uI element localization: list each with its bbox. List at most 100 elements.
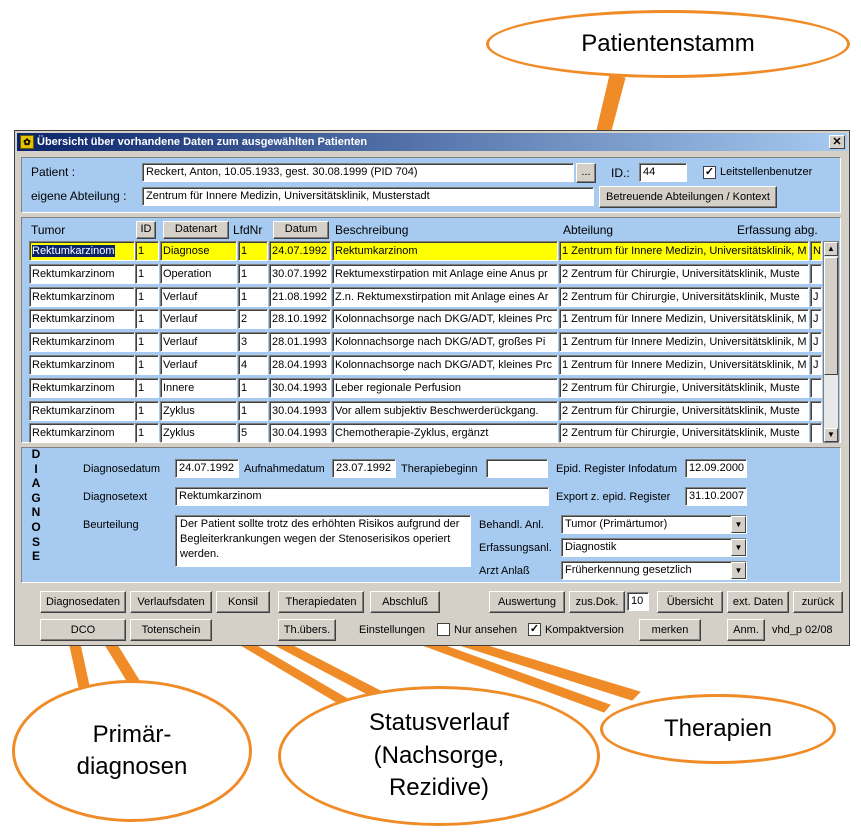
therapiedaten-button[interactable]: Therapiedaten — [278, 591, 364, 613]
cell-tumor[interactable]: Rektumkarzinom — [29, 423, 135, 444]
behandl-select[interactable]: Tumor (Primärtumor) ▼ — [561, 515, 747, 534]
cell-lfdnr[interactable]: 5 — [238, 423, 268, 444]
chevron-down-icon[interactable]: ▼ — [731, 562, 746, 579]
verlaufsdaten-button[interactable]: Verlaufsdaten — [130, 591, 212, 613]
cell-datenart[interactable]: Operation — [160, 263, 237, 284]
col-header-datenart[interactable]: Datenart — [163, 221, 229, 239]
cell-abteilung[interactable]: 2 Zentrum für Chirurgie, Universitätskli… — [559, 400, 809, 421]
cell-datum[interactable]: 28.01.1993 — [269, 332, 331, 353]
cell-beschreibung[interactable]: Kolonnachsorge nach DKG/ADT, großes Pi — [332, 332, 558, 353]
dco-button[interactable]: DCO — [40, 619, 126, 641]
cell-id[interactable]: 1 — [135, 423, 159, 444]
cell-abteilung[interactable]: 2 Zentrum für Chirurgie, Universitätskli… — [559, 286, 809, 307]
erfassungsanl-select[interactable]: Diagnostik ▼ — [561, 538, 747, 557]
cell-lfdnr[interactable]: 1 — [238, 241, 268, 261]
beurteilung-field[interactable]: Der Patient sollte trotz des erhöhten Ri… — [175, 515, 471, 567]
cell-abteilung[interactable]: 2 Zentrum für Chirurgie, Universitätskli… — [559, 377, 809, 398]
cell-id[interactable]: 1 — [135, 309, 159, 330]
cell-tumor[interactable]: Rektumkarzinom — [29, 263, 135, 284]
cell-erfassung[interactable]: J — [810, 309, 822, 330]
aufnahmedatum-field[interactable]: 23.07.1992 — [332, 459, 396, 478]
zurueck-button[interactable]: zurück — [793, 591, 843, 613]
cell-tumor[interactable]: Rektumkarzinom — [29, 286, 135, 307]
cell-datenart[interactable]: Zyklus — [160, 423, 237, 444]
cell-lfdnr[interactable]: 1 — [238, 263, 268, 284]
cell-erfassung[interactable] — [810, 377, 822, 398]
cell-erfassung[interactable]: J — [810, 332, 822, 353]
cell-lfdnr[interactable]: 4 — [238, 355, 268, 375]
cell-beschreibung[interactable]: Vor allem subjektiv Beschwerderückgang. — [332, 400, 558, 421]
cell-abteilung[interactable]: 1 Zentrum für Innere Medizin, Universitä… — [559, 332, 809, 353]
cell-datenart[interactable]: Innere — [160, 377, 237, 398]
cell-datenart[interactable]: Verlauf — [160, 286, 237, 307]
col-header-id[interactable]: ID — [136, 221, 156, 239]
cell-tumor[interactable]: Rektumkarzinom — [29, 332, 135, 353]
cell-abteilung[interactable]: 1 Zentrum für Innere Medizin, Universitä… — [559, 241, 809, 261]
ext-daten-button[interactable]: ext. Daten — [727, 591, 789, 613]
cell-id[interactable]: 1 — [135, 332, 159, 353]
merken-button[interactable]: merken — [639, 619, 701, 641]
arzt-select[interactable]: Früherkennung gesetzlich ▼ — [561, 561, 747, 580]
chevron-down-icon[interactable]: ▼ — [731, 539, 746, 556]
cell-datenart[interactable]: Diagnose — [160, 241, 237, 261]
cell-abteilung[interactable]: 1 Zentrum für Innere Medizin, Universitä… — [559, 355, 809, 375]
abschluss-button[interactable]: Abschluß — [370, 591, 440, 613]
patient-browse-button[interactable]: ... — [576, 163, 596, 183]
cell-datenart[interactable]: Verlauf — [160, 309, 237, 330]
export-field[interactable]: 31.10.2007 — [685, 487, 747, 506]
id-field[interactable]: 44 — [639, 163, 687, 182]
cell-id[interactable]: 1 — [135, 377, 159, 398]
cell-beschreibung[interactable]: Kolonnachsorge nach DKG/ADT, kleines Prc — [332, 309, 558, 330]
diagnosetext-field[interactable]: Rektumkarzinom — [175, 487, 549, 506]
infodatum-field[interactable]: 12.09.2000 — [685, 459, 747, 478]
cell-datum[interactable]: 30.07.1992 — [269, 263, 331, 284]
zus-dok-button[interactable]: zus.Dok. — [569, 591, 625, 613]
cell-erfassung[interactable] — [810, 263, 822, 284]
cell-datum[interactable]: 30.04.1993 — [269, 377, 331, 398]
cell-beschreibung[interactable]: Chemotherapie-Zyklus, ergänzt — [332, 423, 558, 444]
cell-erfassung[interactable]: J — [810, 355, 822, 375]
cell-datum[interactable]: 30.04.1993 — [269, 400, 331, 421]
cell-datum[interactable]: 30.04.1993 — [269, 423, 331, 444]
uebersicht-button[interactable]: Übersicht — [657, 591, 723, 613]
cell-datenart[interactable]: Verlauf — [160, 332, 237, 353]
cell-datum[interactable]: 28.10.1992 — [269, 309, 331, 330]
abteilung-field[interactable]: Zentrum für Innere Medizin, Universitäts… — [142, 187, 594, 206]
cell-datenart[interactable]: Zyklus — [160, 400, 237, 421]
cell-erfassung[interactable] — [810, 400, 822, 421]
patient-field[interactable]: Reckert, Anton, 10.05.1933, gest. 30.08.… — [142, 163, 574, 182]
cell-beschreibung[interactable]: Kolonnachsorge nach DKG/ADT, kleines Prc — [332, 355, 558, 375]
scroll-down-icon[interactable]: ▼ — [824, 428, 838, 442]
diagnosedatum-field[interactable]: 24.07.1992 — [175, 459, 239, 478]
cell-lfdnr[interactable]: 3 — [238, 332, 268, 353]
cell-id[interactable]: 1 — [135, 355, 159, 375]
nur-ansehen-checkbox[interactable] — [437, 623, 450, 636]
cell-tumor[interactable]: Rektumkarzinom — [29, 355, 135, 375]
anm-button[interactable]: Anm. — [727, 619, 765, 641]
scroll-up-icon[interactable]: ▲ — [824, 242, 838, 256]
cell-lfdnr[interactable]: 1 — [238, 377, 268, 398]
cell-lfdnr[interactable]: 1 — [238, 286, 268, 307]
zus-dok-count[interactable]: 10 — [627, 592, 649, 611]
cell-lfdnr[interactable]: 1 — [238, 400, 268, 421]
therapiebeginn-field[interactable] — [486, 459, 548, 478]
cell-erfassung[interactable]: J — [810, 286, 822, 307]
cell-abteilung[interactable]: 2 Zentrum für Chirurgie, Universitätskli… — [559, 423, 809, 444]
betreuende-abteilungen-button[interactable]: Betreuende Abteilungen / Kontext — [599, 186, 777, 208]
totenschein-button[interactable]: Totenschein — [130, 619, 212, 641]
diagnosedaten-button[interactable]: Diagnosedaten — [40, 591, 126, 613]
col-header-datum[interactable]: Datum — [273, 221, 329, 239]
cell-id[interactable]: 1 — [135, 241, 159, 261]
cell-datenart[interactable]: Verlauf — [160, 355, 237, 375]
cell-beschreibung[interactable]: Z.n. Rektumexstirpation mit Anlage eines… — [332, 286, 558, 307]
leitstelle-checkbox[interactable]: ✓ — [703, 166, 716, 179]
kompaktversion-checkbox[interactable]: ✓ — [528, 623, 541, 636]
konsil-button[interactable]: Konsil — [216, 591, 270, 613]
cell-beschreibung[interactable]: Rektumexstirpation mit Anlage eine Anus … — [332, 263, 558, 284]
cell-datum[interactable]: 24.07.1992 — [269, 241, 331, 261]
cell-beschreibung[interactable]: Leber regionale Perfusion — [332, 377, 558, 398]
cell-datum[interactable]: 28.04.1993 — [269, 355, 331, 375]
close-icon[interactable]: ✕ — [829, 135, 845, 149]
cell-beschreibung[interactable]: Rektumkarzinom — [332, 241, 558, 261]
cell-abteilung[interactable]: 2 Zentrum für Chirurgie, Universitätskli… — [559, 263, 809, 284]
